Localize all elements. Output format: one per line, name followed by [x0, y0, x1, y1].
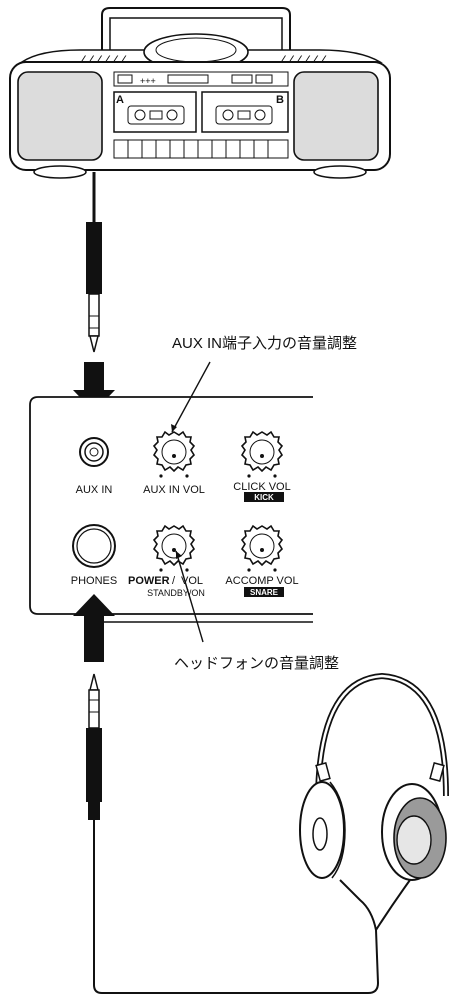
aux-in-vol-label: AUX IN VOL	[143, 484, 205, 496]
aux-plug	[86, 222, 102, 353]
svg-text:+++: +++	[140, 76, 156, 86]
instrument-panel: AUX IN AUX IN VOL CLICK VOL KICK PHONES …	[29, 396, 313, 623]
power-vol-knob	[153, 525, 195, 566]
svg-text:/: /	[172, 575, 176, 587]
svg-text:∠∠∠∠∠∠: ∠∠∠∠∠∠	[280, 54, 328, 64]
power-label: POWER	[128, 575, 170, 587]
click-vol-knob	[241, 431, 283, 472]
kick-label: KICK	[254, 493, 274, 502]
click-vol-label: CLICK VOL	[233, 481, 290, 493]
svg-text:∠∠∠∠∠∠: ∠∠∠∠∠∠	[80, 54, 128, 64]
deck-a-label: A	[116, 94, 124, 106]
cassette-player: ∠∠∠∠∠∠ ∠∠∠∠∠∠ +++ A B	[9, 7, 391, 179]
headphone-volume-annotation: ヘッドフォンの音量調整	[174, 655, 339, 672]
phones-note-leader	[175, 550, 204, 643]
aux-in-vol-knob	[153, 431, 195, 472]
headphone-cord	[93, 820, 411, 994]
standby-on-label: STANDBY/ON	[147, 588, 205, 598]
right-speaker	[293, 71, 379, 161]
aux-volume-annotation: AUX IN端子入力の音量調整	[172, 335, 357, 352]
accomp-vol-knob	[241, 525, 283, 566]
aux-in-label: AUX IN	[76, 484, 113, 496]
headphone-plug	[86, 673, 102, 820]
left-speaker	[17, 71, 103, 161]
deck-b-label: B	[276, 94, 284, 106]
phones-jack	[72, 524, 116, 568]
headphones	[299, 672, 449, 881]
aux-note-leader	[171, 361, 211, 433]
phones-arrow	[73, 594, 115, 662]
phones-label: PHONES	[71, 575, 117, 587]
aux-in-jack	[79, 437, 109, 467]
accomp-vol-label: ACCOMP VOL	[225, 575, 298, 587]
snare-label: SNARE	[250, 588, 279, 597]
